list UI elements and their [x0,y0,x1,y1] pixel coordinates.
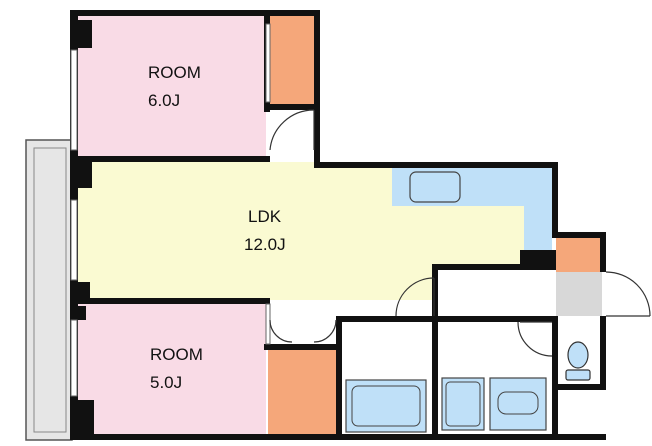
washer-inner [497,391,539,415]
sink [409,171,461,203]
room-bottom-size: 5.0J [150,373,182,392]
toilet-icon [565,341,591,381]
balcony [25,139,73,441]
washbasin-inner [445,381,481,427]
room-top-size: 6.0J [148,91,180,110]
closet-bottom-doors [265,303,271,345]
entrance-utility [556,272,602,316]
room-bottom-name: ROOM [150,345,203,364]
room-top [76,14,266,160]
closet-top-doors [265,23,271,103]
bath-tub-inner [351,385,421,427]
doors [269,109,651,357]
entrance-hall [434,272,554,316]
balcony-inner [33,147,67,433]
closet-top [270,14,314,110]
windows [70,49,78,397]
room-bottom [76,304,266,436]
room-top-name: ROOM [148,63,201,82]
closet-bottom [268,350,336,436]
ldk-name: LDK [248,207,282,226]
closet-entrance [556,238,602,272]
ldk-size: 12.0J [244,235,286,254]
